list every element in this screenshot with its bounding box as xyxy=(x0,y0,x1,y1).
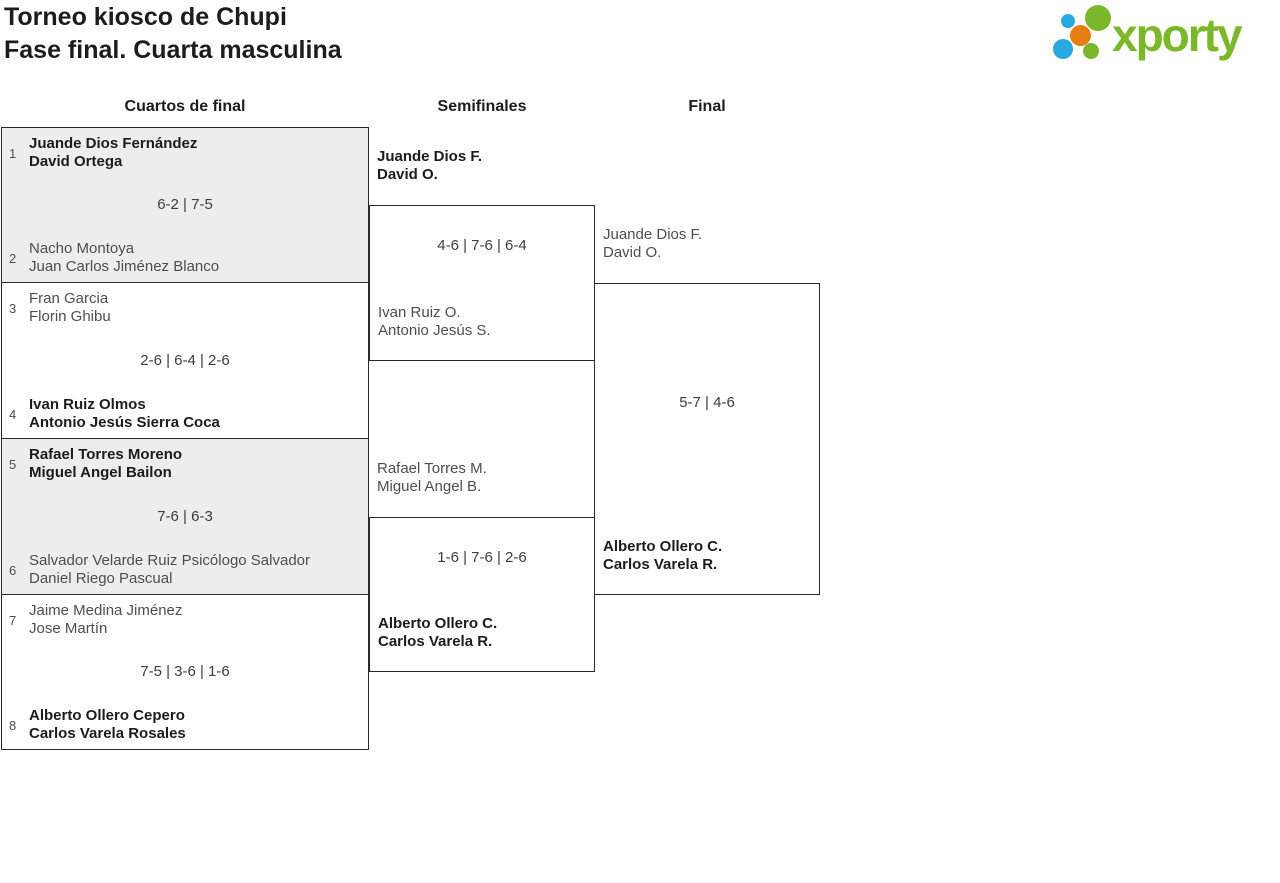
seed-number: 5 xyxy=(9,456,17,472)
match-score: 1-6 | 7-6 | 2-6 xyxy=(437,549,527,566)
final-match[interactable]: 5-7 | 4-6 Alberto Ollero C. Carlos Varel… xyxy=(594,283,820,595)
team-row: 7 Jaime Medina Jiménez Jose Martín xyxy=(9,602,360,638)
logo-dot-icon xyxy=(1083,43,1099,59)
logo-dot-icon xyxy=(1070,25,1091,46)
semifinal-2-team-1: Rafael Torres M. Miguel Angel B. xyxy=(377,460,487,495)
tournament-name: Torneo kiosco de Chupi xyxy=(4,3,287,31)
semifinal-1-team-1: Juande Dios F. David O. xyxy=(377,148,483,183)
team-names: Juande Dios Fernández David Ortega xyxy=(29,135,198,170)
semifinal-1-team-2: Ivan Ruiz O. Antonio Jesús S. xyxy=(378,304,491,339)
logo-dot-icon xyxy=(1085,5,1111,31)
final-team-2: Alberto Ollero C. Carlos Varela R. xyxy=(603,538,723,573)
column-header-quarterfinals: Cuartos de final xyxy=(124,98,246,115)
team-names: Ivan Ruiz Olmos Antonio Jesús Sierra Coc… xyxy=(29,396,220,431)
team-row: 5 Rafael Torres Moreno Miguel Angel Bail… xyxy=(9,446,360,482)
team-row: 6 Salvador Velarde Ruiz Psicólogo Salvad… xyxy=(9,552,360,588)
team-names: Salvador Velarde Ruiz Psicólogo Salvador… xyxy=(29,552,310,587)
quarterfinal-match-1[interactable]: 1 Juande Dios Fernández David Ortega 6-2… xyxy=(1,127,369,283)
match-score: 7-6 | 6-3 xyxy=(157,507,213,525)
team-row: 3 Fran Garcia Florin Ghibu xyxy=(9,290,360,326)
seed-number: 1 xyxy=(9,145,17,161)
match-score: 6-2 | 7-5 xyxy=(157,196,213,213)
team-row: 1 Juande Dios Fernández David Ortega xyxy=(9,135,360,171)
phase-name: Fase final. Cuarta masculina xyxy=(4,36,342,64)
semifinal-2-team-2: Alberto Ollero C. Carlos Varela R. xyxy=(378,615,498,650)
logo-dot-icon xyxy=(1061,14,1075,28)
semifinal-match-1[interactable]: 4-6 | 7-6 | 6-4 Ivan Ruiz O. Antonio Jes… xyxy=(369,205,595,361)
seed-number: 8 xyxy=(9,717,17,733)
semifinal-match-2[interactable]: 1-6 | 7-6 | 2-6 Alberto Ollero C. Carlos… xyxy=(369,517,595,672)
page-title: Torneo kiosco de Chupi Fase final. Cuart… xyxy=(4,1,342,67)
final-team-1: Juande Dios F. David O. xyxy=(603,226,703,261)
match-score: 4-6 | 7-6 | 6-4 xyxy=(437,237,527,254)
team-row: 8 Alberto Ollero Cepero Carlos Varela Ro… xyxy=(9,707,360,743)
team-row: 4 Ivan Ruiz Olmos Antonio Jesús Sierra C… xyxy=(9,396,360,432)
match-score: 7-5 | 3-6 | 1-6 xyxy=(140,663,230,680)
seed-number: 6 xyxy=(9,562,17,578)
seed-number: 3 xyxy=(9,300,17,316)
team-names: Fran Garcia Florin Ghibu xyxy=(29,290,111,325)
team-names: Rafael Torres Moreno Miguel Angel Bailon xyxy=(29,446,183,481)
team-row: 2 Nacho Montoya Juan Carlos Jiménez Blan… xyxy=(9,240,360,276)
team-names: Jaime Medina Jiménez Jose Martín xyxy=(29,602,183,637)
column-header-semifinals: Semifinales xyxy=(437,98,527,115)
team-names: Alberto Ollero Cepero Carlos Varela Rosa… xyxy=(29,707,186,742)
seed-number: 2 xyxy=(9,250,17,266)
match-score: 2-6 | 6-4 | 2-6 xyxy=(140,351,230,369)
column-header-final: Final xyxy=(688,98,726,115)
quarterfinal-match-3[interactable]: 5 Rafael Torres Moreno Miguel Angel Bail… xyxy=(1,438,369,595)
quarterfinal-match-4[interactable]: 7 Jaime Medina Jiménez Jose Martín 7-5 |… xyxy=(1,594,369,750)
xporty-logo[interactable]: xporty xyxy=(1048,0,1280,70)
logo-dot-icon xyxy=(1053,39,1073,59)
seed-number: 4 xyxy=(9,406,17,422)
quarterfinal-match-2[interactable]: 3 Fran Garcia Florin Ghibu 2-6 | 6-4 | 2… xyxy=(1,282,369,439)
match-score: 5-7 | 4-6 xyxy=(679,394,735,411)
team-names: Nacho Montoya Juan Carlos Jiménez Blanco xyxy=(29,240,220,275)
seed-number: 7 xyxy=(9,612,17,628)
logo-wordmark: xporty xyxy=(1112,9,1243,61)
